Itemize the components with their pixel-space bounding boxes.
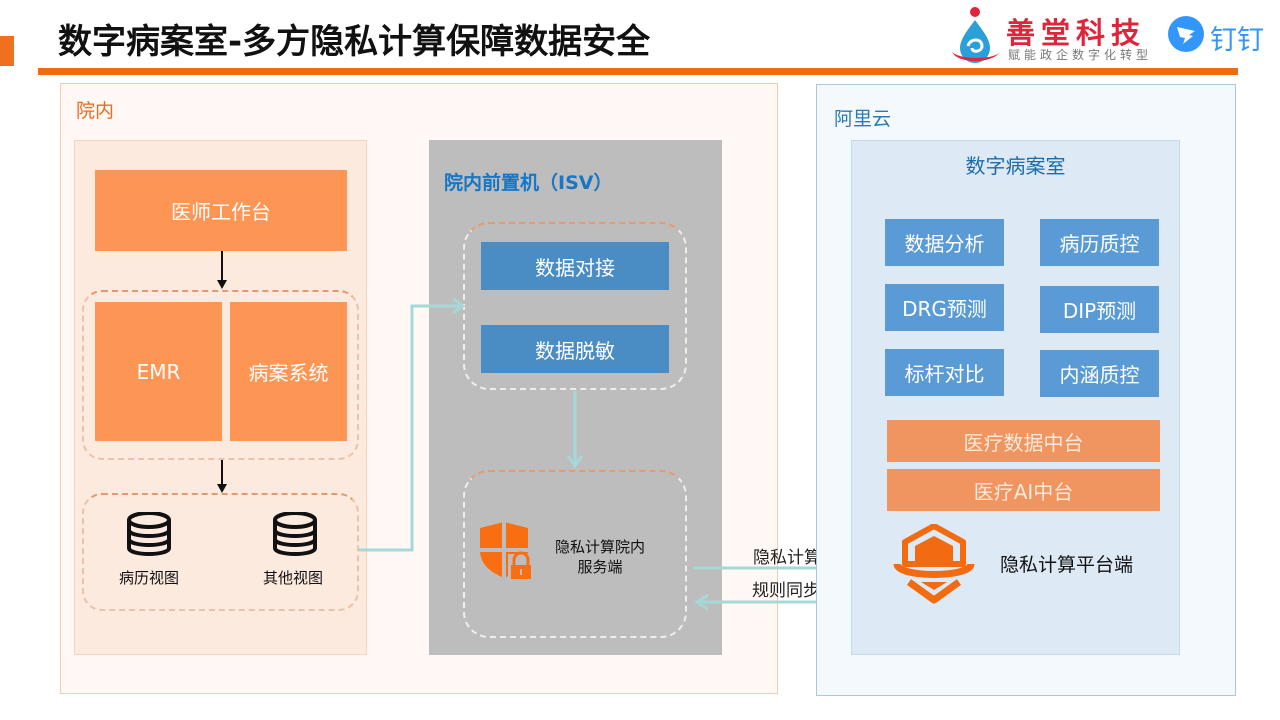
- privacy-platform-label: 隐私计算平台端: [1000, 554, 1134, 576]
- dingtalk-label: 钉钉: [1210, 25, 1264, 56]
- privacy-platform-icon: [893, 524, 975, 604]
- views-group: [82, 493, 359, 611]
- module-content-quality: 内涵质控: [1040, 350, 1159, 397]
- flow-label-rule-sync: 规则同步: [752, 581, 820, 601]
- arrow-head-down-icon: [217, 280, 227, 289]
- doctor-workstation-box: 医师工作台: [95, 170, 347, 251]
- module-benchmark: 标杆对比: [885, 349, 1004, 396]
- hospital-label: 院内: [76, 100, 115, 122]
- database-icon: [273, 512, 317, 556]
- shield-lock-icon: [478, 520, 534, 580]
- privacy-service-line1: 隐私计算院内: [554, 538, 645, 556]
- cloud-label: 阿里云: [834, 108, 892, 130]
- arrow-head-down-icon: [217, 484, 227, 493]
- arrow-workstation-to-systems: [221, 251, 223, 281]
- slide-marker: [0, 36, 14, 66]
- title-underline: [38, 68, 1238, 75]
- front-machine-title: 院内前置机（ISV）: [444, 172, 613, 194]
- page-title: 数字病案室-多方隐私计算保障数据安全: [58, 22, 651, 62]
- company-logo: 善堂科技 赋能政企数字化转型 钉钉: [944, 6, 1274, 66]
- data-masking-box: 数据脱敏: [481, 325, 669, 373]
- privacy-service-label: 隐私计算院内 服务端: [540, 537, 660, 577]
- module-drg-prediction: DRG预测: [885, 284, 1004, 331]
- module-record-quality: 病历质控: [1040, 219, 1159, 266]
- module-data-analysis: 数据分析: [885, 219, 1004, 266]
- systems-group: [82, 290, 359, 460]
- arrow-systems-to-views: [221, 460, 223, 485]
- brand-name: 善堂科技: [1006, 16, 1147, 50]
- medical-data-platform-box: 医疗数据中台: [887, 420, 1160, 462]
- privacy-service-line2: 服务端: [577, 558, 623, 576]
- medical-ai-platform-box: 医疗AI中台: [887, 469, 1160, 511]
- digital-case-room-title: 数字病案室: [965, 154, 1066, 178]
- emr-box: EMR: [95, 302, 222, 441]
- flow-label-privacy-compute: 隐私计算: [753, 548, 821, 568]
- medical-record-view-label: 病历视图: [118, 569, 179, 587]
- privacy-service-group: [463, 470, 687, 638]
- other-view-label: 其他视图: [262, 569, 323, 587]
- dingtalk-icon: [1168, 16, 1204, 52]
- case-system-box: 病案系统: [230, 302, 347, 441]
- brand-slogan: 赋能政企数字化转型: [1008, 48, 1153, 62]
- module-dip-prediction: DIP预测: [1040, 286, 1159, 333]
- shantang-logo-icon: [952, 7, 1000, 63]
- data-integration-box: 数据对接: [481, 242, 669, 290]
- database-icon: [127, 512, 171, 556]
